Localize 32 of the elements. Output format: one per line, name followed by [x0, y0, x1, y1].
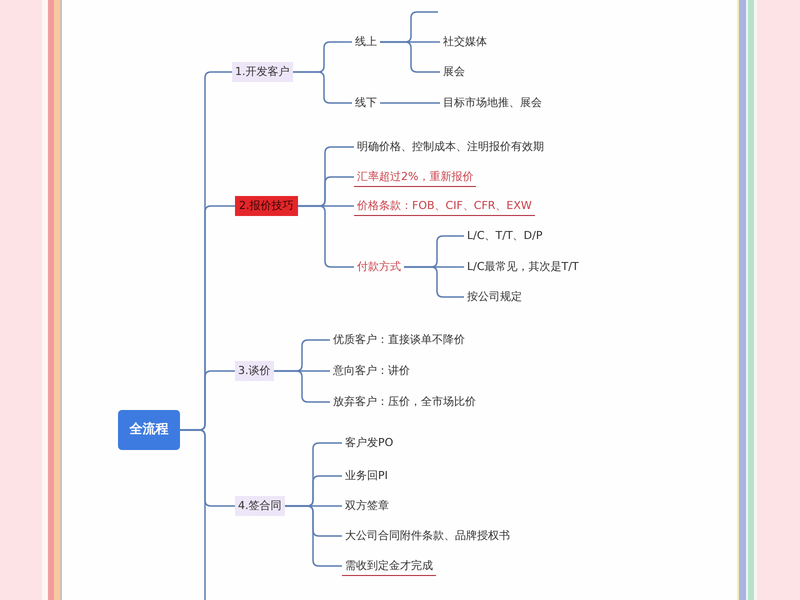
connector-line: [404, 266, 464, 298]
topic-label: 线上: [352, 33, 380, 51]
topic-label: 社交媒体: [440, 33, 490, 51]
connector-line: [380, 41, 440, 73]
connector-line: [380, 102, 440, 104]
topic-label: 客户发PO: [342, 434, 396, 452]
branch-topic: 3.谈价: [235, 361, 274, 381]
topic-label: L/C最常见，其次是T/T: [464, 258, 582, 276]
root-topic: 全流程: [118, 410, 180, 450]
branch-topic: 1.开发客户: [232, 62, 292, 82]
topic-label: 双方签章: [342, 497, 392, 515]
topic-label: 意向客户：讲价: [330, 362, 413, 380]
topic-label: 展会: [440, 63, 468, 81]
topic-label: 业务回PI: [342, 467, 391, 485]
topic-label: 大公司合同附件条款、品牌授权书: [342, 527, 513, 545]
topic-label: 优质客户：直接谈单不降价: [330, 331, 468, 349]
topic-label: 目标市场地推、展会: [440, 94, 545, 112]
underlined-topic-label: 需收到定金才完成: [342, 556, 436, 576]
topic-label: 放弃客户：压价，全市场比价: [330, 393, 479, 411]
connector-line: [298, 205, 354, 268]
topic-label: 按公司规定: [464, 288, 525, 306]
topic-label: L/C、T/T、D/P: [464, 227, 546, 245]
connector-line: [274, 370, 330, 403]
connector-line: [293, 71, 352, 104]
topic-label: 付款方式: [354, 258, 404, 276]
underlined-topic-label: 汇率超过2%，重新报价: [354, 168, 476, 186]
topic-label: 线下: [352, 94, 380, 112]
connector-line: [285, 505, 342, 567]
topic-label: 明确价格、控制成本、注明报价有效期: [354, 138, 547, 156]
highlighted-topic: 2.报价技巧: [235, 196, 298, 216]
underlined-topic-label: 价格条款：FOB、CIF、CFR、EXW: [354, 196, 535, 216]
branch-topic: 4.签合同: [235, 496, 284, 516]
